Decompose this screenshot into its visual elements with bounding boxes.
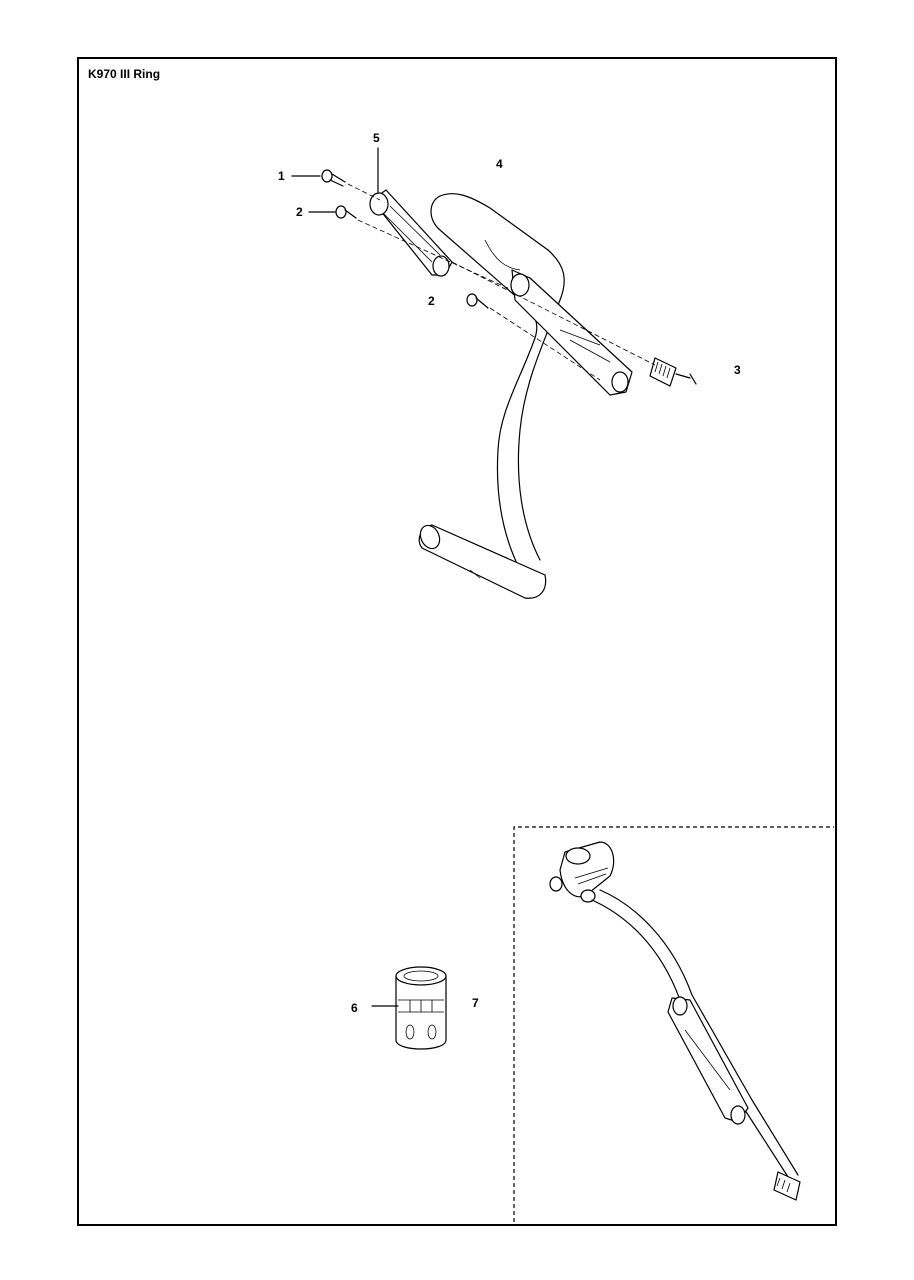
callout-1: 1 bbox=[278, 169, 285, 183]
screw-2-upper bbox=[335, 205, 357, 219]
handle-clamp bbox=[510, 269, 633, 396]
screw-1 bbox=[321, 169, 346, 187]
diagram-frame bbox=[77, 57, 837, 1226]
inset-border bbox=[513, 826, 834, 1222]
callout-5: 5 bbox=[373, 131, 380, 145]
callout-7: 7 bbox=[472, 996, 479, 1010]
callout-6: 6 bbox=[351, 1001, 358, 1015]
callout-2-upper: 2 bbox=[296, 205, 303, 219]
diagram-title: K970 III Ring bbox=[88, 67, 161, 81]
callout-2-lower: 2 bbox=[428, 294, 435, 308]
callout-3: 3 bbox=[734, 363, 741, 377]
callout-4: 4 bbox=[496, 157, 503, 171]
handle-bracket bbox=[369, 189, 453, 277]
anti-vibration-damper bbox=[649, 357, 697, 387]
screw-2-lower bbox=[466, 293, 489, 309]
ring-nut bbox=[395, 966, 447, 1050]
inset-assembly bbox=[549, 841, 801, 1201]
